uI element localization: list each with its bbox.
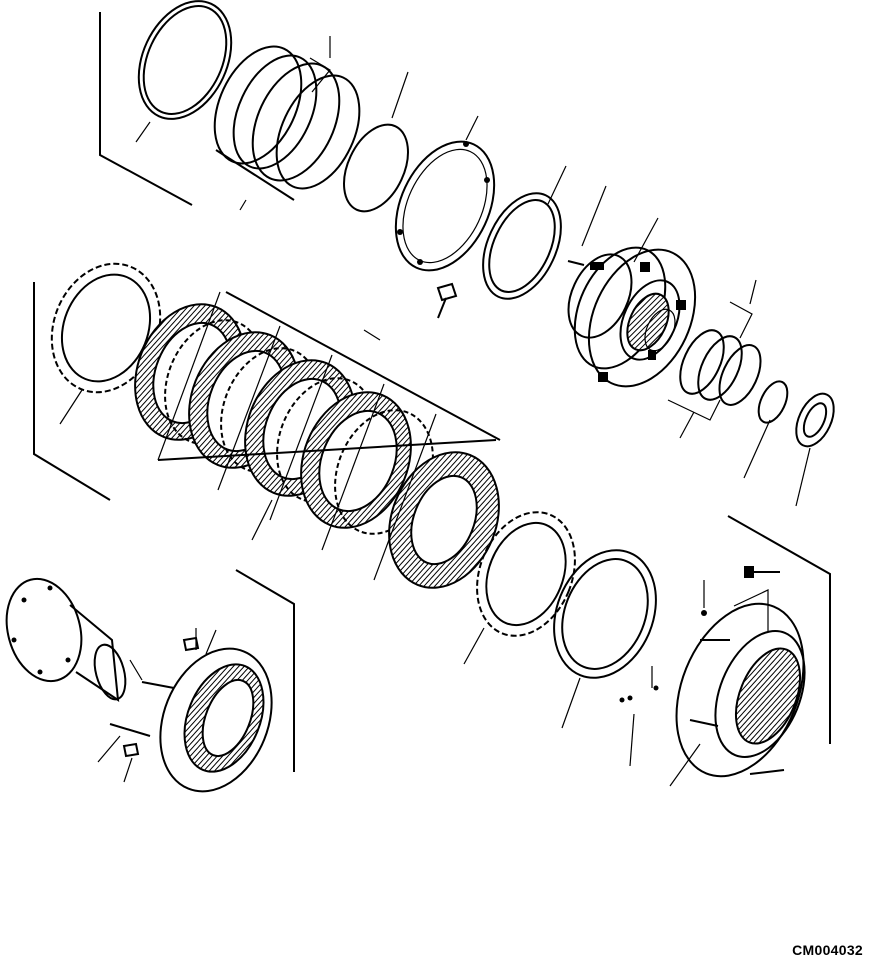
output-shaft-flange bbox=[5, 577, 127, 703]
drawing-code-label: CM004032 bbox=[792, 942, 863, 958]
seal-ring-pair-right bbox=[679, 329, 762, 406]
retainer-bolt bbox=[436, 282, 458, 319]
brake-housing bbox=[675, 602, 806, 778]
bracket-frames bbox=[33, 12, 831, 772]
o-ring-top bbox=[343, 123, 409, 213]
o-ring-small bbox=[757, 380, 789, 424]
leader-lines bbox=[59, 36, 811, 787]
separator-plate-right bbox=[476, 511, 576, 637]
clutch-hub bbox=[567, 246, 697, 388]
bearing-cage-plate bbox=[159, 647, 273, 793]
housing-fittings bbox=[619, 566, 785, 775]
snap-ring-large bbox=[137, 0, 233, 120]
end-plate bbox=[553, 549, 657, 679]
friction-disc-stack bbox=[134, 303, 500, 589]
retainer-plate bbox=[394, 140, 496, 272]
piston-ring bbox=[482, 192, 562, 300]
stud-bolts bbox=[109, 636, 200, 758]
pin-small bbox=[567, 260, 585, 266]
oil-seal bbox=[795, 392, 835, 448]
